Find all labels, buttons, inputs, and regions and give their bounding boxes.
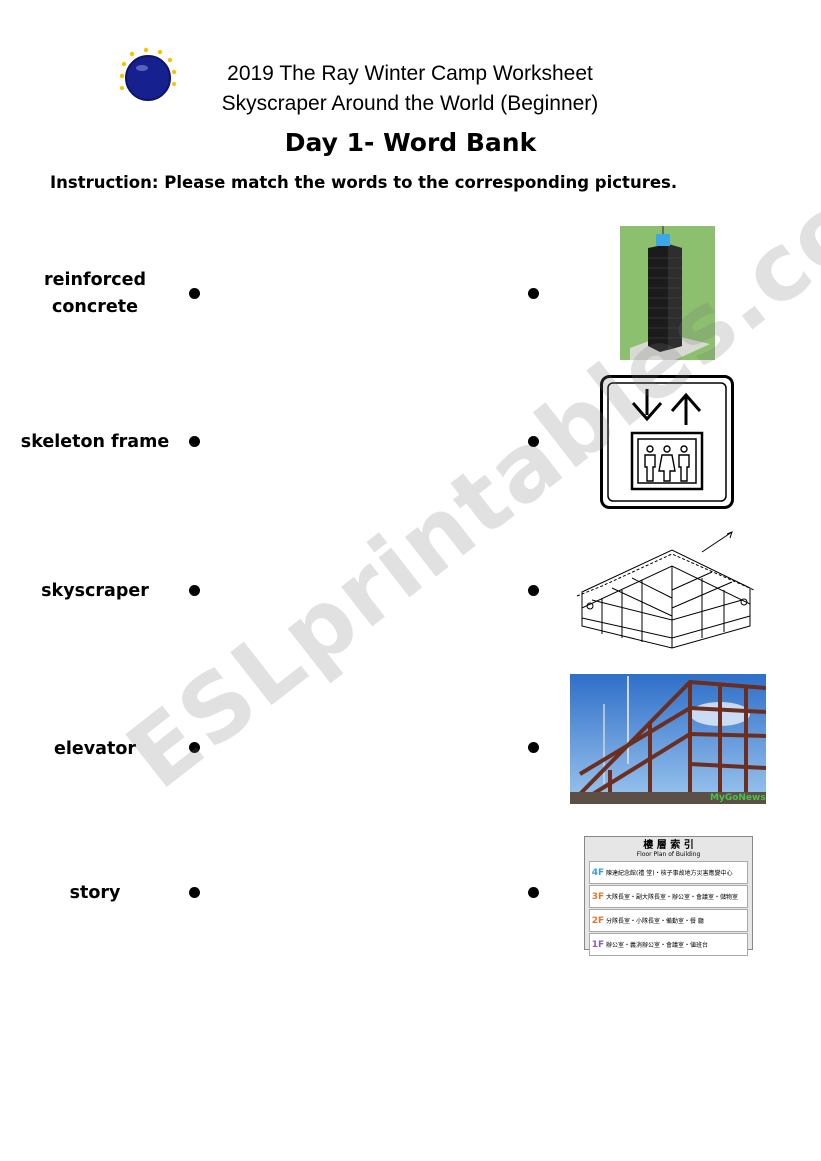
right-match-dot[interactable] xyxy=(528,742,539,753)
word-elevator: elevator xyxy=(20,736,170,763)
camp-logo xyxy=(119,47,177,101)
word-label: skeleton frame xyxy=(20,432,170,452)
left-match-dot[interactable] xyxy=(189,288,200,299)
skyscraper-picture xyxy=(620,226,715,360)
header-line-2: Skyscraper Around the World (Beginner) xyxy=(221,92,599,115)
down-arrow-icon xyxy=(631,389,663,422)
word-label: story xyxy=(69,883,121,903)
floor-description: 陳達紀念館(禮 堂)・核子事故地方災害應變中心 xyxy=(606,870,733,877)
floor-number: 2F xyxy=(591,915,605,926)
right-match-dot[interactable] xyxy=(528,436,539,447)
up-arrow-icon xyxy=(670,392,702,425)
left-match-dot[interactable] xyxy=(189,436,200,447)
word-label: elevator xyxy=(54,739,136,759)
right-match-dot[interactable] xyxy=(528,585,539,596)
word-label: skyscraper xyxy=(41,581,149,601)
word-story: story xyxy=(20,880,170,907)
floor-description: 辦公室・義消辦公室・會議室・値班台 xyxy=(606,942,709,949)
page-title: Day 1- Word Bank xyxy=(284,128,537,157)
elevator-sign-picture xyxy=(600,375,734,509)
instruction: Instruction: Please match the words to t… xyxy=(50,173,678,192)
right-match-dot[interactable] xyxy=(528,288,539,299)
directory-subtitle: Floor Plan of Building xyxy=(636,851,701,858)
floor-number: 4F xyxy=(591,867,605,878)
left-match-dot[interactable] xyxy=(189,887,200,898)
floor-description: 大隊長室・副大隊長室・辦公室・會議室・儲物室 xyxy=(606,894,739,901)
floor-description: 分隊長室・小隊長室・備勤室・餐 廳 xyxy=(606,918,704,925)
floor-number: 1F xyxy=(591,939,605,950)
word-skyscraper: skyscraper xyxy=(20,578,170,605)
right-match-dot[interactable] xyxy=(528,887,539,898)
floor-number: 3F xyxy=(591,891,605,902)
left-match-dot[interactable] xyxy=(189,742,200,753)
word-skeleton-frame: skeleton frame xyxy=(14,429,176,456)
left-match-dot[interactable] xyxy=(189,585,200,596)
photo-caption: MyGoNews xyxy=(710,793,766,803)
reinforced-concrete-picture xyxy=(576,531,755,649)
header-line-1: 2019 The Ray Winter Camp Worksheet xyxy=(227,62,593,85)
directory-title: 樓 層 索 引 xyxy=(643,840,694,851)
steel-frame-picture: MyGoNews xyxy=(570,674,766,804)
